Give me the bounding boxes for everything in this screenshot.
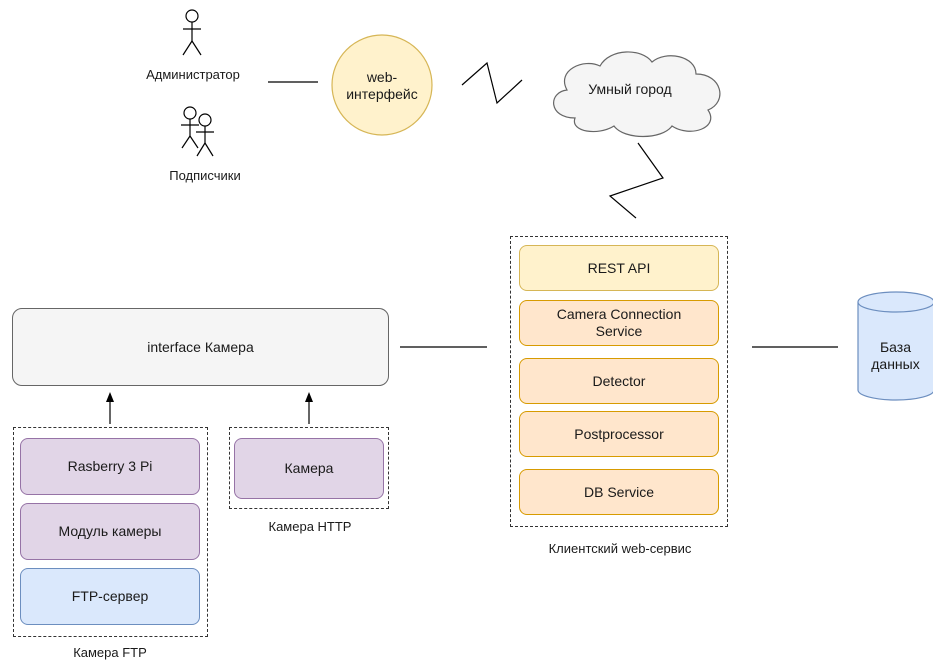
camera-ftp-group xyxy=(13,427,208,637)
database-cylinder-icon[interactable] xyxy=(857,291,933,401)
camera-http-label: Камера xyxy=(284,460,334,476)
client-service-group xyxy=(510,236,728,527)
rpi-box[interactable]: Rasberry 3 Pi xyxy=(20,438,200,495)
ftp-arrow xyxy=(106,392,114,424)
client-service-caption: Клиентский web-сервис xyxy=(548,541,692,556)
web-interface-label: web- интерфейс xyxy=(346,69,418,102)
rest-api-box[interactable]: REST API xyxy=(519,245,719,291)
camera-module-label: Модуль камеры xyxy=(58,523,162,539)
interface-camera-label: interface Камера xyxy=(147,338,254,355)
web-interface-circle[interactable] xyxy=(331,34,433,136)
interface-camera-box[interactable]: interface Камера xyxy=(12,308,389,386)
ftp-server-label: FTP-сервер xyxy=(71,588,149,604)
db-service-box[interactable]: DB Service xyxy=(519,469,719,515)
rpi-label: Rasberry 3 Pi xyxy=(67,458,153,474)
web-cloud-link xyxy=(461,61,523,105)
cloud-label: Умный город xyxy=(588,81,672,97)
subscribers-label: Подписчики xyxy=(169,168,241,183)
rest-api-label: REST API xyxy=(587,259,651,276)
camera-module-box[interactable]: Модуль камеры xyxy=(20,503,200,560)
postprocessor-box[interactable]: Postprocessor xyxy=(519,411,719,457)
camera-connection-box[interactable]: Camera Connection Service xyxy=(519,300,719,346)
camera-http-caption: Камера HTTP xyxy=(268,519,352,534)
subscribers-actor-icon xyxy=(181,106,214,157)
db-service-label: DB Service xyxy=(583,483,655,500)
database-label: База данных xyxy=(871,339,920,372)
ftp-server-box[interactable]: FTP-сервер xyxy=(20,568,200,625)
postprocessor-label: Postprocessor xyxy=(574,425,664,442)
admin-label: Администратор xyxy=(146,67,240,82)
camera-http-box[interactable]: Камера xyxy=(234,438,384,499)
camera-connection-label: Camera Connection Service xyxy=(556,306,682,339)
http-arrow xyxy=(305,392,313,424)
camera-http-group xyxy=(229,427,389,509)
cloud-shape[interactable] xyxy=(553,51,721,137)
detector-box[interactable]: Detector xyxy=(519,358,719,404)
admin-actor-icon xyxy=(182,9,202,56)
cloud-service-link xyxy=(608,142,664,219)
camera-ftp-caption: Камера FTP xyxy=(73,645,147,660)
detector-label: Detector xyxy=(592,372,646,389)
